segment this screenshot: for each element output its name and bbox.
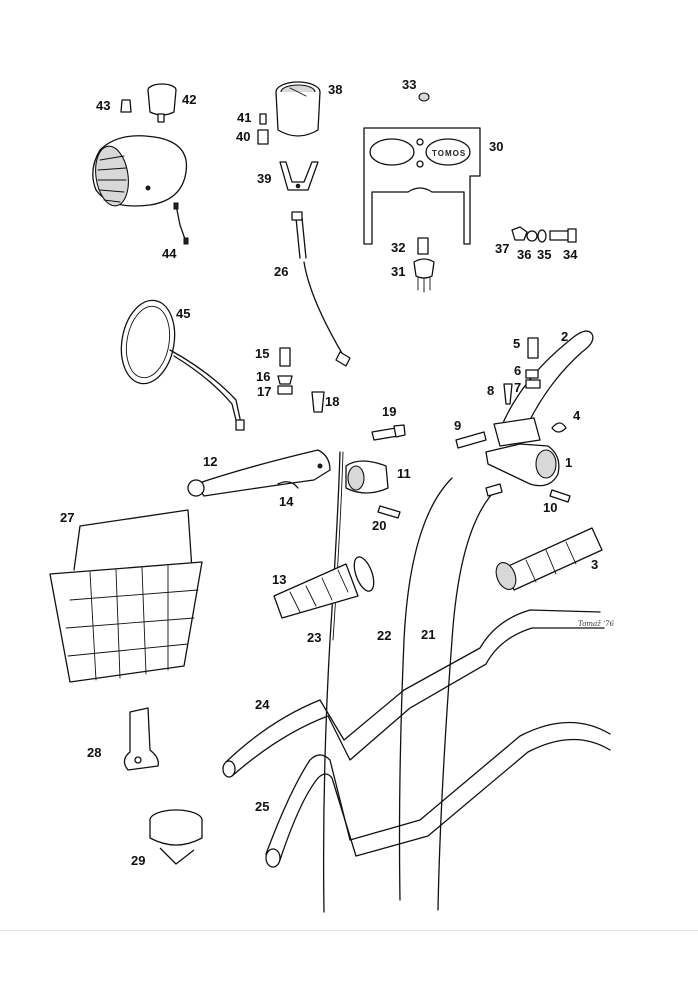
callout-8: 8 — [487, 383, 494, 398]
callout-34: 34 — [563, 247, 578, 262]
callout-33: 33 — [402, 77, 416, 92]
callout-42: 42 — [182, 92, 196, 107]
front-basket — [49, 509, 203, 683]
headlamp-wire — [173, 202, 189, 245]
bicycle-bell — [149, 809, 203, 865]
callout-22: 22 — [377, 628, 391, 643]
callout-20: 20 — [372, 518, 386, 533]
tachometer — [275, 81, 321, 137]
basket-bracket — [123, 707, 159, 771]
callout-16: 16 — [256, 369, 270, 384]
right-handlebar-grip — [495, 527, 603, 591]
brake-cable-left — [322, 451, 344, 913]
callout-45: 45 — [176, 306, 190, 321]
callout-38: 38 — [328, 82, 342, 97]
bulb-holder — [257, 113, 269, 145]
left-brake-lever — [187, 449, 331, 497]
instrument-cover: TOMOS — [363, 127, 481, 245]
callout-18: 18 — [325, 394, 339, 409]
callout-26: 26 — [274, 264, 288, 279]
callout-6: 6 — [514, 363, 521, 378]
callout-39: 39 — [257, 171, 271, 186]
callout-28: 28 — [87, 745, 101, 760]
callout-19: 19 — [382, 404, 396, 419]
throttle-housing — [485, 443, 560, 487]
bulb — [120, 99, 132, 113]
callout-11: 11 — [397, 466, 411, 481]
callout-31: 31 — [391, 264, 405, 279]
brand-mark: TOMOS — [432, 149, 466, 158]
housing-screw — [549, 489, 571, 503]
brake-cable-right — [398, 477, 453, 901]
callout-17: 17 — [257, 384, 271, 399]
callout-25: 25 — [255, 799, 269, 814]
callout-29: 29 — [131, 853, 145, 868]
callout-44: 44 — [162, 246, 177, 261]
speedometer-cable — [291, 211, 351, 367]
callout-21: 21 — [421, 627, 435, 642]
page-divider — [0, 930, 698, 931]
mirror-mount-hardware — [511, 226, 577, 243]
lever-spring — [551, 422, 567, 433]
callout-3: 3 — [591, 557, 598, 572]
callout-30: 30 — [489, 139, 503, 154]
handlebar-upper — [222, 609, 605, 778]
callout-7: 7 — [514, 380, 521, 395]
speedometer-small — [147, 83, 177, 123]
callout-37: 37 — [495, 241, 509, 256]
callout-1: 1 — [565, 455, 572, 470]
callout-labels: 1 2 3 4 5 6 7 8 9 10 11 12 13 14 15 16 1… — [60, 77, 598, 868]
left-handlebar-grip — [273, 556, 375, 619]
adjuster-screw — [371, 424, 406, 441]
cover-cap — [418, 92, 430, 102]
right-lever-hardware — [503, 337, 541, 405]
callout-13: 13 — [272, 572, 286, 587]
callout-27: 27 — [60, 510, 74, 525]
callout-5: 5 — [513, 336, 520, 351]
callout-9: 9 — [454, 418, 461, 433]
ignition-switch — [413, 237, 435, 293]
rear-mirror — [120, 299, 245, 431]
clamp-screw — [377, 505, 401, 519]
callout-12: 12 — [203, 454, 217, 469]
callout-40: 40 — [236, 129, 250, 144]
handlebar-lower — [265, 721, 611, 868]
clamp-hardware — [277, 347, 325, 413]
callout-14: 14 — [279, 494, 294, 509]
callout-32: 32 — [391, 240, 405, 255]
callout-10: 10 — [543, 500, 557, 515]
callout-36: 36 — [517, 247, 531, 262]
callout-24: 24 — [255, 697, 270, 712]
callout-43: 43 — [96, 98, 110, 113]
callout-4: 4 — [573, 408, 581, 423]
cable-adjuster — [455, 431, 487, 449]
artist-signature: Tomaž '76 — [578, 620, 614, 628]
throttle-cable — [437, 483, 503, 911]
lever-spring-clip — [277, 481, 299, 489]
instrument-bracket — [279, 161, 319, 191]
callout-41: 41 — [237, 110, 251, 125]
left-lever-clamp — [345, 460, 389, 494]
callout-15: 15 — [255, 346, 269, 361]
headlamp-housing — [92, 135, 188, 207]
callout-35: 35 — [537, 247, 551, 262]
callout-2: 2 — [561, 329, 568, 344]
callout-23: 23 — [307, 630, 321, 645]
